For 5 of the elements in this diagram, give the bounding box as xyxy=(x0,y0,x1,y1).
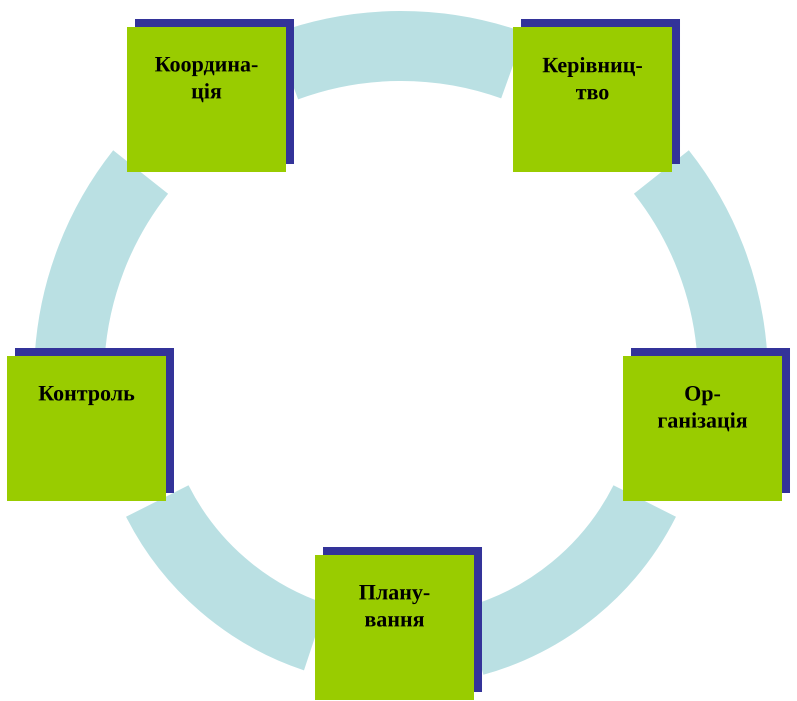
process-box: Контроль xyxy=(7,348,174,501)
process-box: Ор- ганізація xyxy=(623,348,790,501)
process-box: Координа- ція xyxy=(127,19,294,172)
process-box: Керівниц- тво xyxy=(513,19,680,172)
process-box: Плану- вання xyxy=(315,547,482,700)
